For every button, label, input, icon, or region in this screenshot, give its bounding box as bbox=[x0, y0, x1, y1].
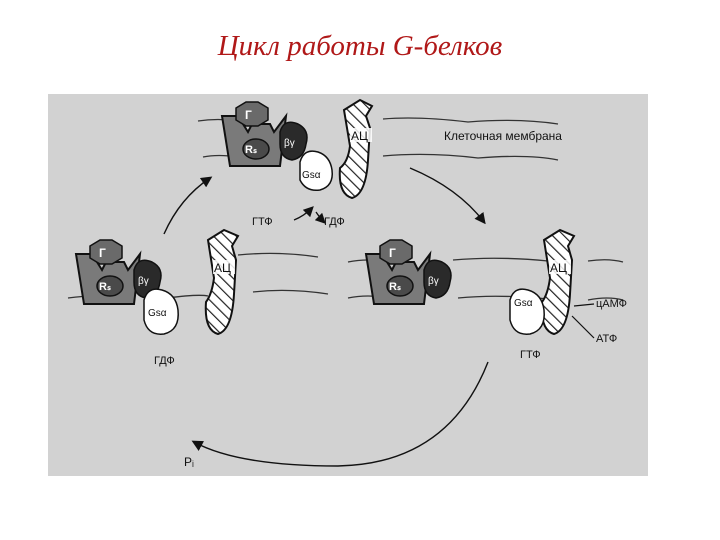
beta-gamma-label: βγ bbox=[284, 138, 295, 149]
hormone-icon: Г bbox=[379, 239, 413, 265]
g-protein-cycle-diagram: Клеточная мембрана Г Rₛ βγ Gsα АЦ ГТФ ГД… bbox=[67, 98, 627, 469]
cycle-arrow-icon bbox=[163, 167, 489, 467]
gdp-release-arrow-icon bbox=[314, 211, 326, 224]
gtp-label: ГТФ bbox=[252, 216, 273, 228]
camp-label: цАМФ bbox=[596, 298, 627, 310]
gtp-label: ГТФ bbox=[520, 349, 541, 361]
receptor-core-icon bbox=[96, 275, 124, 297]
beta-gamma-icon: βγ bbox=[423, 259, 452, 299]
camp-pointer-icon bbox=[573, 303, 595, 307]
adenylate-cyclase-icon: АЦ bbox=[540, 228, 576, 336]
g-alpha-label: Gsα bbox=[148, 308, 167, 319]
beta-gamma-label: βγ bbox=[138, 276, 149, 287]
slide-title: Цикл работы G-белков bbox=[217, 30, 503, 62]
hormone-label: Г bbox=[99, 246, 106, 260]
hormone-icon: Г bbox=[235, 101, 269, 127]
g-alpha-icon: Gsα bbox=[143, 288, 179, 335]
diagram-panel: Клеточная мембрана Г Rₛ βγ Gsα АЦ ГТФ ГД… bbox=[48, 94, 648, 476]
beta-gamma-label: βγ bbox=[428, 276, 439, 287]
atp-pointer-icon bbox=[571, 315, 595, 339]
receptor-label: Rₛ bbox=[389, 281, 401, 293]
receptor-core-icon bbox=[242, 138, 270, 160]
hormone-label: Г bbox=[245, 108, 252, 122]
g-alpha-icon: Gsα bbox=[299, 150, 333, 192]
gtp-exchange-arrow-icon bbox=[293, 206, 314, 221]
atp-label: АТФ bbox=[596, 333, 617, 345]
phosphate-label: Pᵢ bbox=[184, 455, 194, 469]
beta-gamma-icon: βγ bbox=[279, 121, 308, 161]
gdp-label: ГДФ bbox=[154, 355, 175, 367]
g-alpha-icon: Gsα bbox=[509, 288, 545, 335]
hormone-label: Г bbox=[389, 246, 396, 260]
adenylate-cyclase-icon: АЦ bbox=[338, 98, 374, 200]
ac-label: АЦ bbox=[214, 261, 231, 275]
adenylate-cyclase-icon: АЦ bbox=[204, 228, 240, 336]
ac-label: АЦ bbox=[351, 129, 368, 143]
membrane-label: Клеточная мембрана bbox=[444, 129, 562, 143]
receptor-label: Rₛ bbox=[245, 144, 257, 156]
g-alpha-label: Gsα bbox=[302, 170, 321, 181]
hormone-icon: Г bbox=[89, 239, 123, 265]
g-alpha-label: Gsα bbox=[514, 298, 533, 309]
receptor-label: Rₛ bbox=[99, 281, 111, 293]
ac-label: АЦ bbox=[550, 261, 567, 275]
gdp-label: ГДФ bbox=[324, 216, 345, 228]
receptor-core-icon bbox=[386, 275, 414, 297]
